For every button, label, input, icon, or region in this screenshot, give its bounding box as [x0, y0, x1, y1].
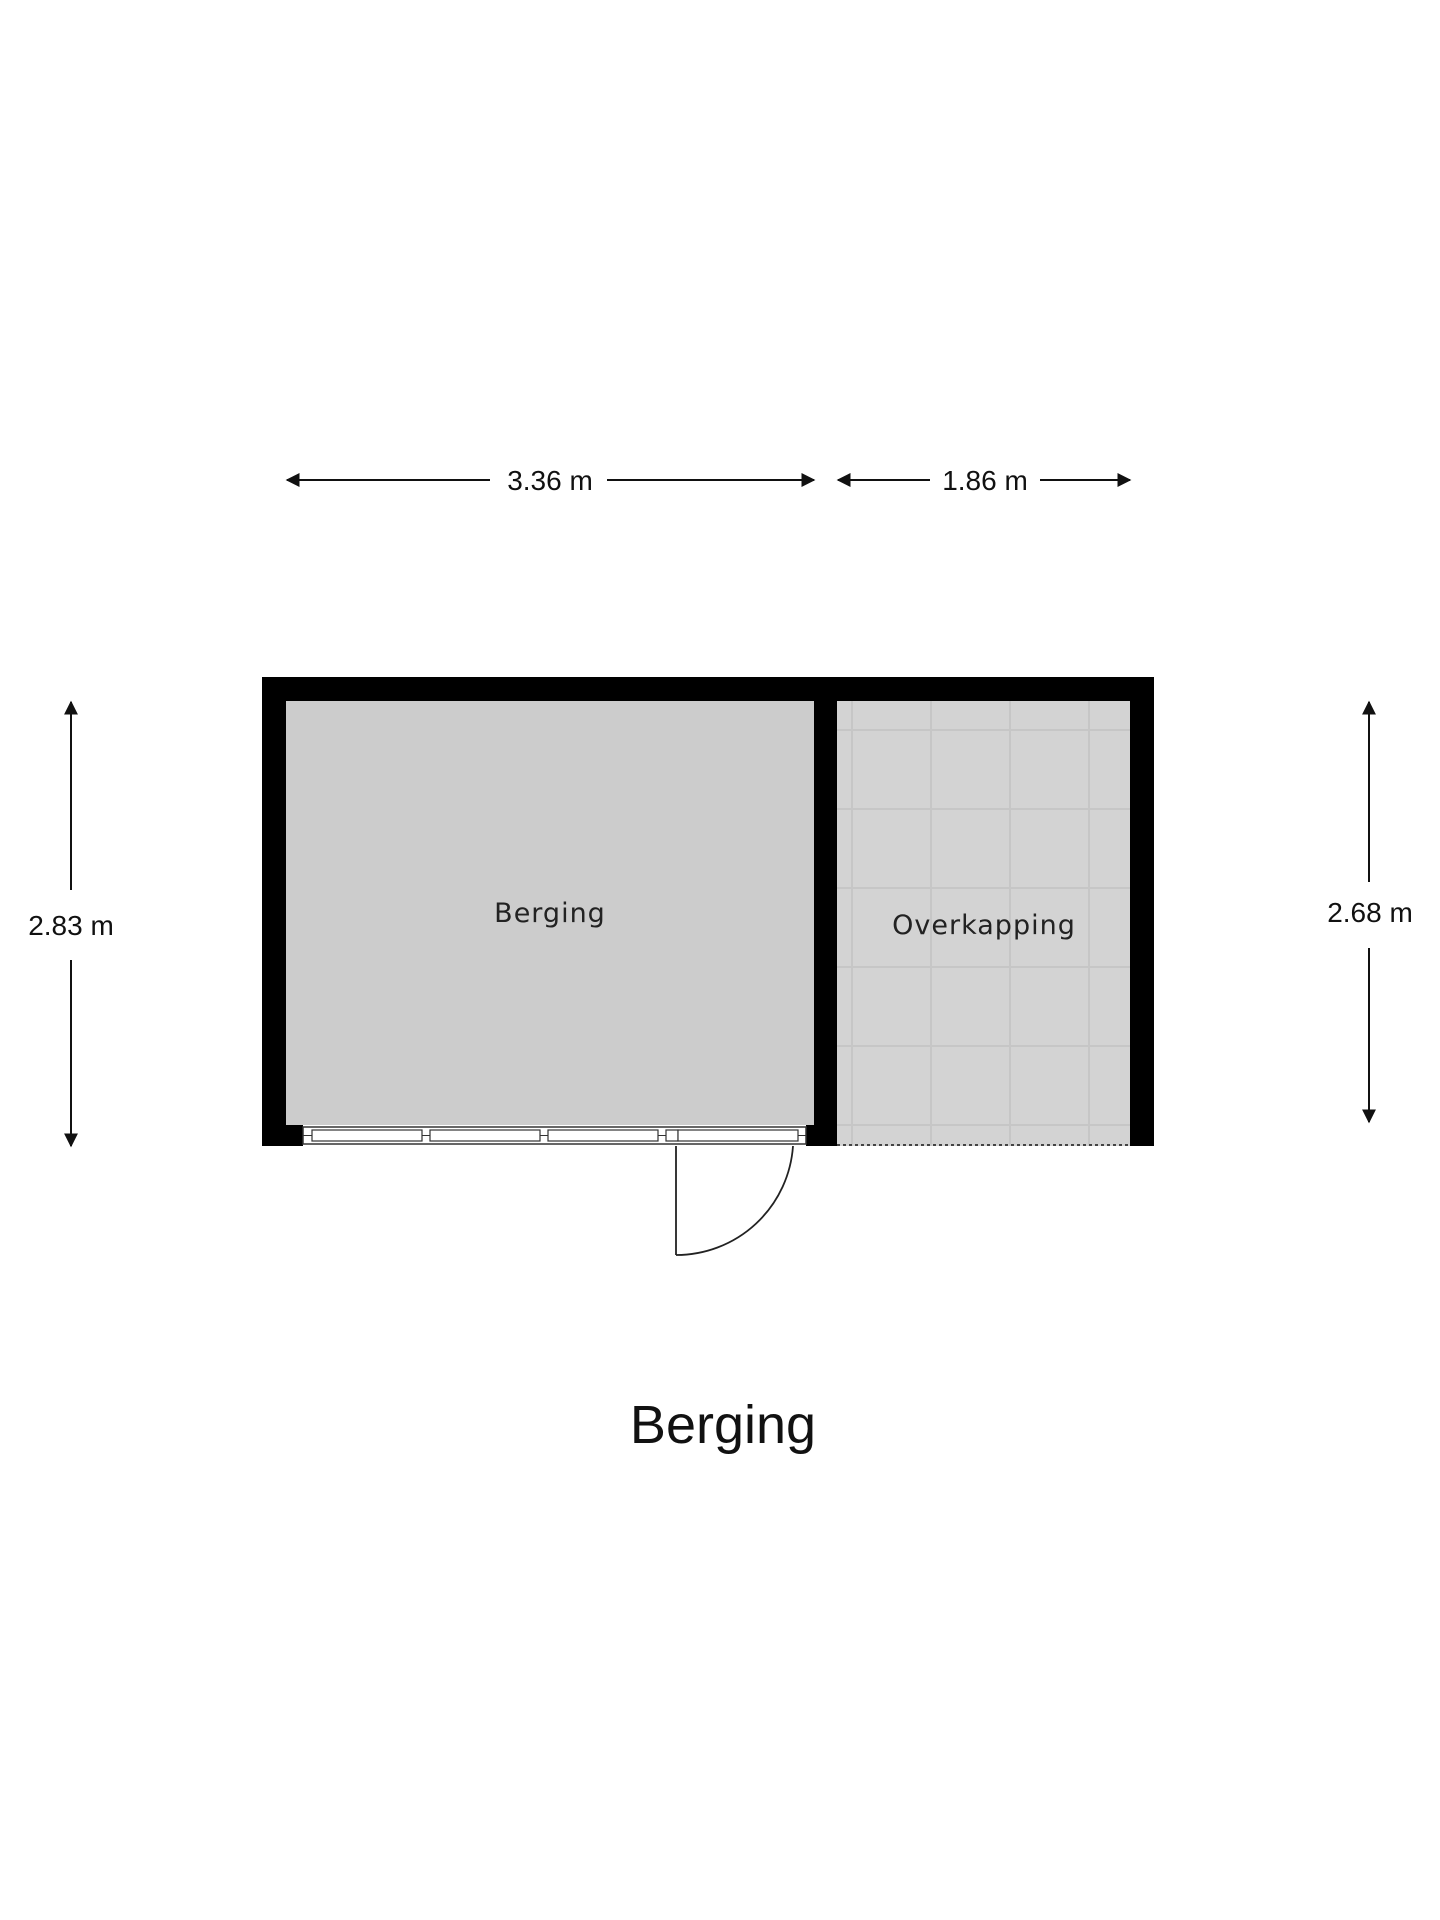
dimension-label-left-height: 2.83 m: [28, 910, 114, 941]
dimension-left: 2.83 m: [28, 700, 114, 1148]
page-title: Berging: [630, 1395, 816, 1455]
wall-top: [262, 677, 1154, 701]
room-label-berging: Berging: [494, 898, 606, 929]
wall-bottom-left-stub: [262, 1125, 303, 1146]
berging-floor: [286, 701, 814, 1125]
dimension-right: 2.68 m: [1327, 700, 1413, 1124]
overkapping-floor: [837, 701, 1130, 1146]
wall-right: [1130, 677, 1154, 1146]
walls: [262, 677, 1154, 1146]
wall-left: [262, 677, 286, 1146]
window-strip: [302, 1126, 807, 1145]
dimension-label-overkapping-width: 1.86 m: [942, 465, 1028, 496]
dimension-label-berging-width: 3.36 m: [507, 465, 593, 496]
dimension-top-overkapping: 1.86 m: [836, 465, 1132, 496]
door-swing: [675, 1145, 794, 1256]
dimension-top-berging: 3.36 m: [285, 465, 816, 496]
wall-bottom-middle-stub: [806, 1125, 837, 1146]
dimension-label-right-height: 2.68 m: [1327, 897, 1413, 928]
room-label-overkapping: Overkapping: [892, 910, 1076, 941]
wall-middle: [814, 677, 837, 1146]
